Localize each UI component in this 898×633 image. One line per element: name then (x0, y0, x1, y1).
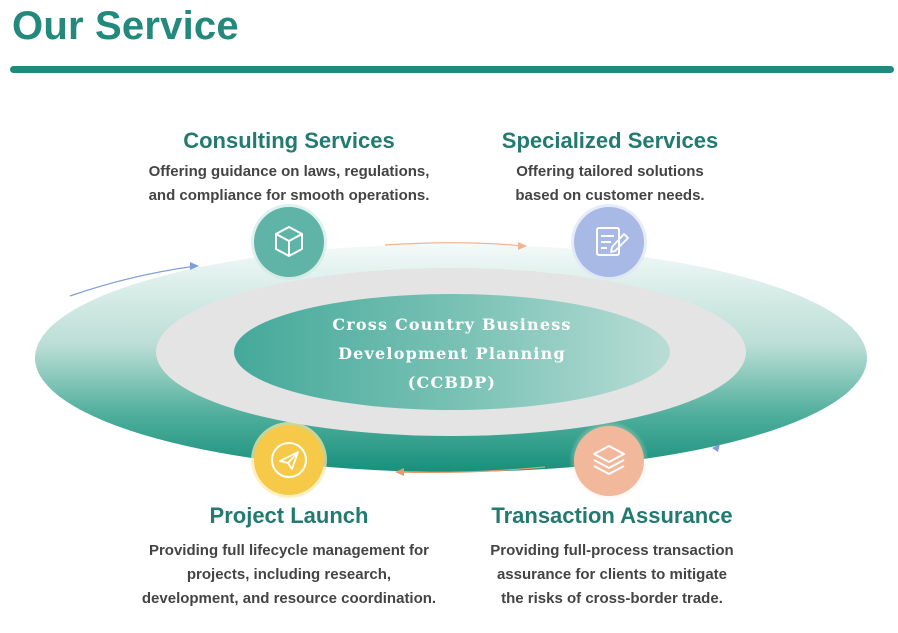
core-ellipse (234, 294, 670, 410)
orbit-arrow-right-head (712, 444, 720, 452)
service-description-line: assurance for clients to mitigate (496, 566, 728, 583)
service-description-line: based on customer needs. (515, 187, 705, 204)
service-description-line: Offering guidance on laws, regulations, (148, 163, 430, 180)
service-title: Transaction Assurance (491, 503, 733, 528)
service-description: Providing full-process transaction assur… (412, 539, 812, 611)
center-label-line3: (CCBDP) (407, 373, 497, 392)
document-edit-icon (571, 204, 647, 280)
service-description-line: Providing full-process transaction (490, 542, 734, 559)
center-label-line2: Development Planning (338, 344, 566, 363)
page-title: Our Service (12, 4, 239, 48)
service-project-launch: Project Launch Providing full lifecycle … (56, 503, 522, 611)
service-title: Project Launch (209, 503, 369, 528)
layers-icon (569, 421, 649, 501)
service-consulting: Consulting Services Offering guidance on… (89, 128, 489, 208)
service-description-line: Providing full lifecycle management for (148, 542, 430, 559)
service-description-line: development, and resource coordination. (141, 590, 437, 607)
paper-plane-icon (251, 422, 327, 498)
service-description-line: Offering tailored solutions (516, 163, 704, 180)
service-description-line: the risks of cross-border trade. (501, 590, 723, 607)
service-description: Providing full lifecycle management for … (56, 539, 522, 611)
service-title: Consulting Services (183, 128, 395, 153)
center-label-line1: Cross Country Business (332, 315, 572, 334)
service-transaction-assurance: Transaction Assurance Providing full-pro… (412, 503, 812, 611)
orbit-arrow-bottom-head (395, 468, 404, 476)
service-description-line: projects, including research, (186, 566, 392, 583)
orbit-arrow-left-head (190, 262, 199, 270)
service-title: Specialized Services (501, 128, 719, 153)
orbit-arrow-left (69, 265, 197, 297)
title-divider (10, 66, 894, 73)
cube-icon (251, 204, 327, 280)
orbit-arrow-top (384, 242, 525, 247)
orbit-arrow-top-head (518, 242, 527, 250)
service-description: Offering guidance on laws, regulations, … (89, 160, 489, 208)
service-description-line: and compliance for smooth operations. (148, 187, 430, 204)
service-specialized: Specialized Services Offering tailored s… (410, 128, 810, 208)
orbit-arrow-bottom (397, 466, 546, 474)
service-description: Offering tailored solutions based on cus… (410, 160, 810, 208)
center-label: Cross Country Business Development Plann… (300, 310, 604, 397)
